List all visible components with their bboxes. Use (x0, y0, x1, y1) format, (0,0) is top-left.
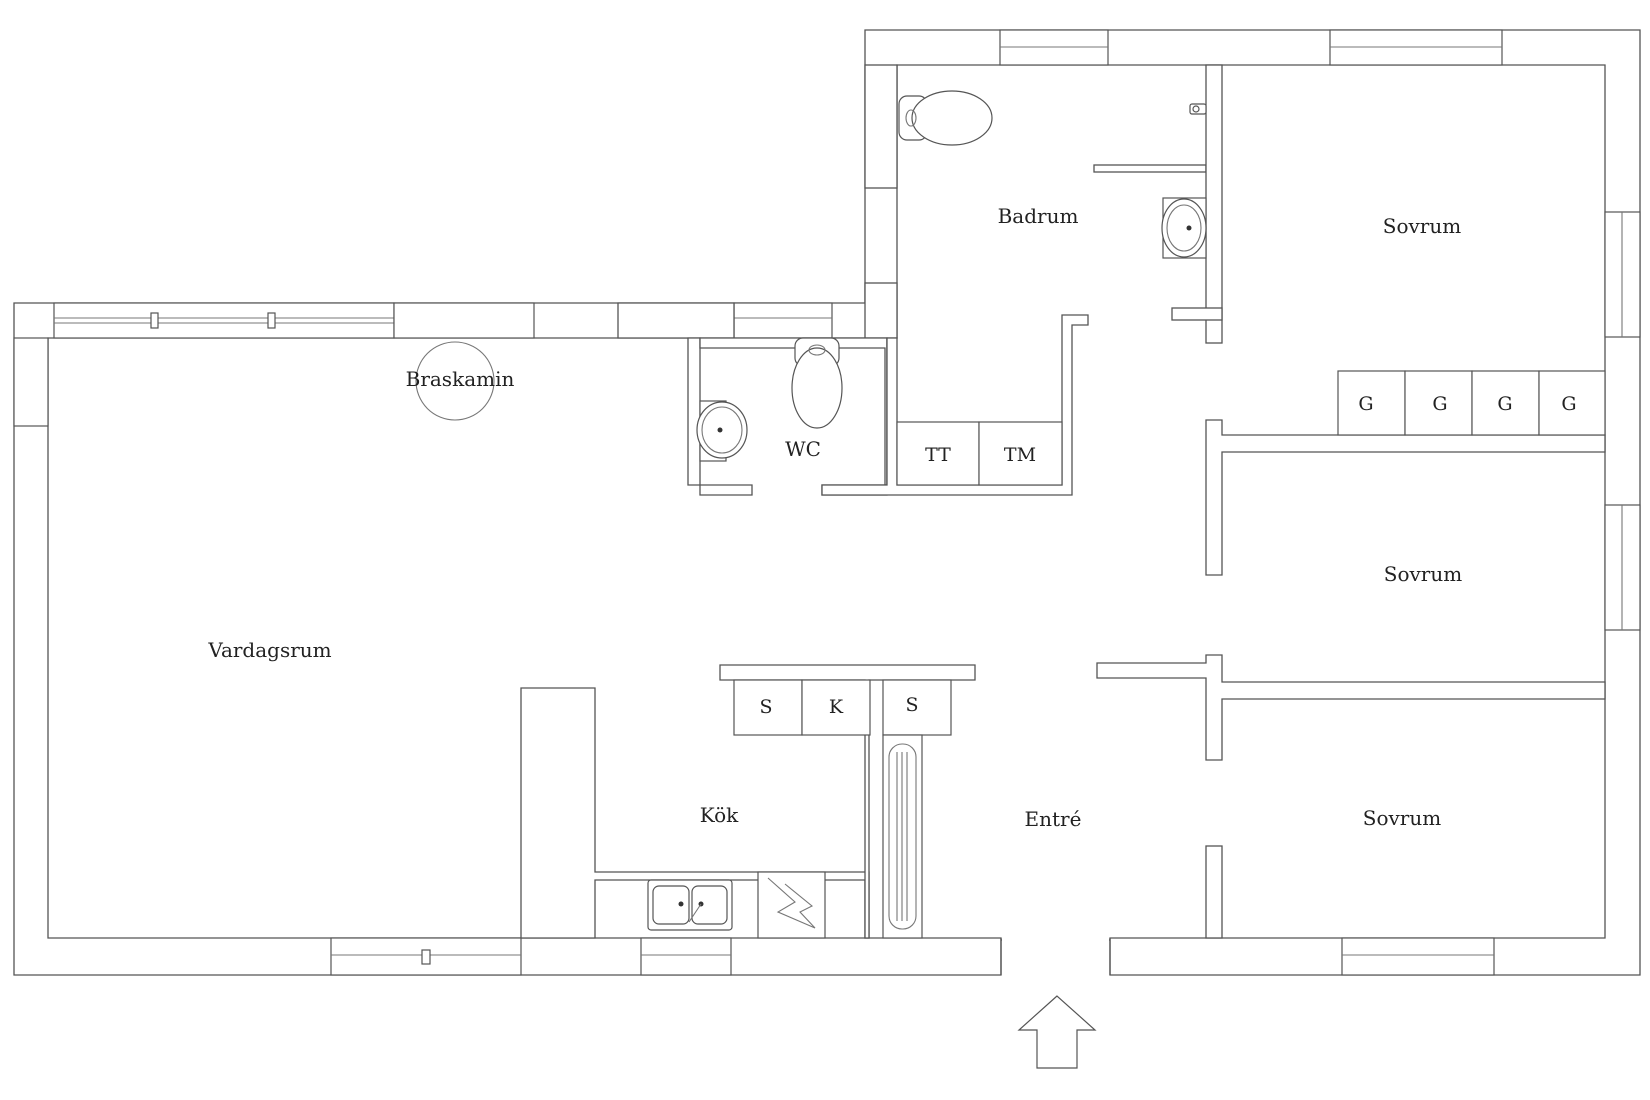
fixtures (415, 90, 1207, 1069)
toilet-icon (791, 337, 843, 429)
washbasin-icon (696, 400, 748, 462)
room-label-sovrum-middle: Sovrum (1384, 562, 1462, 586)
room-label-badrum: Badrum (998, 204, 1079, 228)
room-label-sovrum-top: Sovrum (1383, 214, 1461, 238)
stove-icon (757, 871, 826, 939)
washbasin-icon (1161, 197, 1207, 259)
closet-g4 (1538, 370, 1606, 436)
double-sink-icon (647, 879, 733, 931)
room-labels: Badrum Sovrum Braskamin WC Vardagsrum So… (207, 204, 1462, 831)
toilet-icon (898, 90, 993, 146)
closet-label-g2: G (1432, 393, 1447, 415)
closets (733, 370, 1606, 736)
up-arrow-icon (1017, 995, 1097, 1069)
radiator-icon (882, 734, 923, 939)
tap-icon (1189, 103, 1207, 115)
windows (13, 29, 1641, 976)
closet-label-tm: TM (1004, 444, 1036, 466)
closet-label-s1: S (759, 696, 772, 718)
room-label-sovrum-bottom: Sovrum (1363, 806, 1441, 830)
room-label-entre: Entré (1025, 807, 1082, 831)
closet-label-g3: G (1497, 393, 1512, 415)
closet-g1 (1337, 370, 1406, 436)
room-label-braskamin: Braskamin (406, 367, 515, 391)
closet-labels: TT TM G G G G S K S (759, 393, 1576, 718)
closet-g2 (1404, 370, 1473, 436)
closet-label-tt: TT (925, 444, 951, 466)
closet-label-s2: S (905, 694, 918, 716)
closet-label-g1: G (1358, 393, 1373, 415)
interior-walls (520, 64, 1606, 939)
fireplace-icon (415, 341, 495, 421)
closet-k (801, 679, 871, 736)
closet-label-k: K (829, 696, 844, 718)
closet-tm (978, 421, 1063, 486)
room-label-wc: WC (785, 437, 821, 461)
room-label-kok: Kök (700, 803, 739, 827)
closet-label-g4: G (1561, 393, 1576, 415)
closet-g3 (1471, 370, 1540, 436)
closet-tt (896, 421, 980, 486)
outer-walls (13, 29, 1641, 977)
room-label-vardagsrum: Vardagsrum (207, 638, 331, 662)
closet-s1 (733, 679, 803, 736)
